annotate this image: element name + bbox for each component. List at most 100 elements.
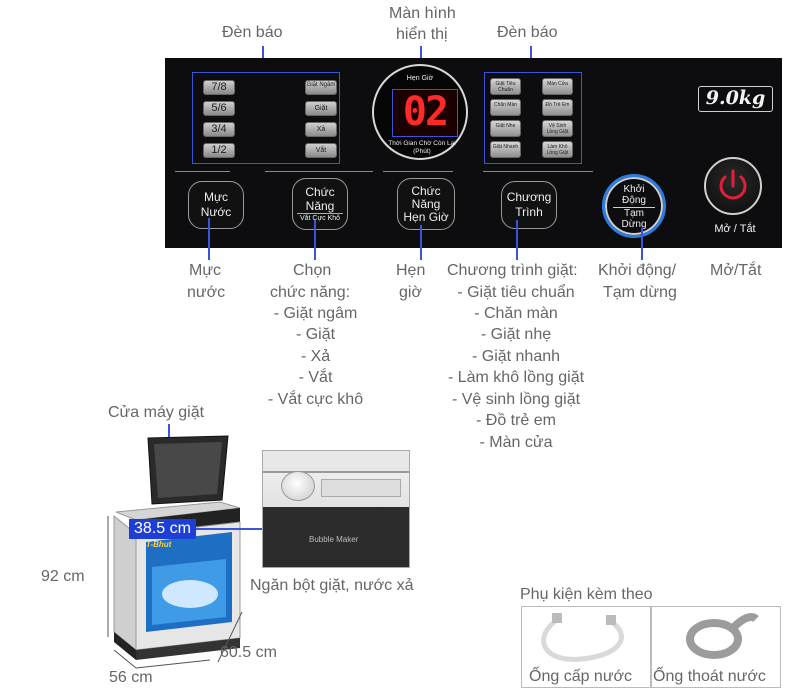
function-title-2: chức năng: — [270, 284, 351, 301]
panel-divider — [483, 171, 593, 172]
start-pause-label: Tạm — [613, 207, 655, 219]
program-item: - Đồ trẻ em — [475, 412, 556, 429]
inlet-hose-icon — [541, 613, 624, 662]
function-button-label: Chức — [305, 185, 335, 199]
connector-timer — [420, 225, 422, 260]
drain-hose-label: Ống thoát nước — [653, 668, 766, 685]
function-item: - Vắt cực khô — [267, 391, 364, 408]
accessories-title: Phụ kiện kèm theo — [520, 586, 653, 603]
program-indicator: Làm Khô Lồng Giặt — [542, 141, 573, 158]
start-pause-label: Dừng — [621, 219, 647, 230]
water-level-button-label: Nước — [200, 205, 232, 219]
program-indicator: Giặt Tiêu Chuẩn — [490, 78, 521, 95]
inlet-hose-label: Ống cấp nước — [529, 668, 633, 685]
function-button[interactable]: Chức Năng Vắt Cực Khô — [292, 178, 348, 230]
program-title: Chương trình giặt: — [447, 262, 578, 279]
display-label-2: hiển thị — [396, 26, 448, 43]
timer-button-label: Hẹn Giờ — [403, 209, 449, 224]
display-footer: Thời Gian Chờ Còn Lại (Phút) — [388, 140, 456, 155]
program-indicator: Giặt Nhanh — [490, 141, 521, 158]
program-button-label: Chương — [506, 190, 552, 204]
drawer-brand: Bubble Maker — [309, 535, 359, 544]
power-button[interactable] — [704, 157, 762, 215]
function-button-label: Năng — [305, 199, 335, 213]
connector-display — [420, 46, 422, 66]
function-item: - Giặt — [295, 326, 336, 343]
connector-program — [516, 220, 518, 260]
display-label-1: Màn hình — [389, 5, 456, 22]
inlet-hose-card — [521, 606, 651, 688]
control-panel: 7/8 5/6 3/4 1/2 Giặt Ngâm Giặt Xả Vắt Hẹ… — [165, 58, 782, 248]
drain-hose-icon — [686, 613, 759, 659]
panel-divider — [383, 171, 453, 172]
power-label: Mở/Tắt — [710, 262, 762, 279]
door-label: Cửa máy giặt — [108, 404, 205, 421]
detergent-drawer-photo: Bubble Maker — [262, 450, 410, 568]
function-indicator-key: Giặt Ngâm — [305, 80, 337, 95]
panel-divider — [175, 171, 230, 172]
start-label-1: Khởi động/ — [598, 262, 677, 279]
machine-brand: T-Bhut — [146, 540, 172, 549]
connector-drawer — [196, 528, 262, 530]
depth-dimension: 60.5 cm — [220, 644, 277, 661]
start-pause-button[interactable]: Khởi Động Tạm Dừng — [602, 174, 666, 238]
program-indicator: Chăn Màn — [490, 99, 521, 116]
timer-button[interactable]: Chức Năng Hẹn Giờ — [397, 178, 455, 230]
program-button[interactable]: Chương Trình — [501, 181, 557, 229]
water-level-key: 3/4 — [203, 122, 235, 137]
function-indicator-key: Xả — [305, 122, 337, 137]
program-indicator: Màn Cửa — [542, 78, 573, 95]
base-dimension: 56 cm — [109, 669, 153, 686]
program-indicator: Đồ Trẻ Em — [542, 99, 573, 116]
detergent-label: Ngăn bột giặt, nước xả — [250, 577, 414, 594]
timer-label-2: giờ — [399, 284, 422, 301]
program-item: - Giặt tiêu chuẩn — [457, 284, 575, 301]
digital-display: 02 — [392, 89, 458, 137]
program-item: - Giặt nhẹ — [480, 326, 552, 343]
water-level-key: 7/8 — [203, 80, 235, 95]
power-icon — [719, 169, 747, 200]
water-level-button[interactable]: Mực Nước — [188, 181, 244, 229]
water-level-key: 1/2 — [203, 143, 235, 158]
start-label-2: Tạm dừng — [603, 284, 677, 301]
function-indicator-key: Vắt — [305, 143, 337, 158]
capacity-badge: 9.0kg — [698, 86, 773, 112]
program-item: - Màn cửa — [479, 434, 553, 451]
program-item: - Làm khô lồng giặt — [447, 369, 585, 386]
program-item: - Vệ sinh lồng giặt — [451, 391, 581, 408]
washing-machine-illustration — [107, 435, 243, 669]
indicator-right-label: Đèn báo — [497, 24, 558, 41]
connector-start — [641, 228, 643, 260]
indicator-right-box — [484, 72, 582, 164]
height-dimension: 92 cm — [41, 568, 85, 585]
program-indicator: Vệ Sinh Lồng Giặt — [542, 120, 573, 137]
indicator-left-label: Đèn báo — [222, 24, 283, 41]
panel-divider — [265, 171, 373, 172]
program-button-label: Trình — [515, 205, 543, 219]
timer-button-label: Năng — [411, 196, 441, 211]
function-button-sub: Vắt Cực Khô — [297, 213, 343, 223]
timer-header: Hẹn Giờ — [406, 75, 434, 82]
water-level-button-label: Mực — [203, 190, 229, 204]
water-label-2: nước — [187, 284, 226, 301]
timer-button-label: Chức — [411, 183, 441, 198]
function-item: - Xả — [300, 348, 331, 365]
function-item: - Giặt ngâm — [273, 305, 358, 322]
connector-door — [168, 424, 170, 440]
program-item: - Giặt nhanh — [471, 348, 561, 365]
start-pause-label: Khởi — [623, 184, 645, 195]
water-level-key: 5/6 — [203, 101, 235, 116]
power-button-caption: Mở / Tắt — [714, 223, 756, 235]
timer-label-1: Hẹn — [396, 262, 426, 279]
water-label-1: Mực — [189, 262, 222, 279]
program-item: - Chăn màn — [474, 305, 558, 322]
function-indicator-key: Giặt — [305, 101, 337, 116]
connector-water — [208, 218, 210, 260]
indicator-left-box — [192, 72, 340, 164]
connector-function — [314, 220, 316, 260]
start-pause-label: Động — [622, 195, 646, 206]
drain-hose-card — [651, 606, 781, 688]
function-item: - Vắt — [298, 369, 333, 386]
function-title-1: Chọn — [293, 262, 332, 279]
width-dimension: 38.5 cm — [129, 519, 196, 539]
